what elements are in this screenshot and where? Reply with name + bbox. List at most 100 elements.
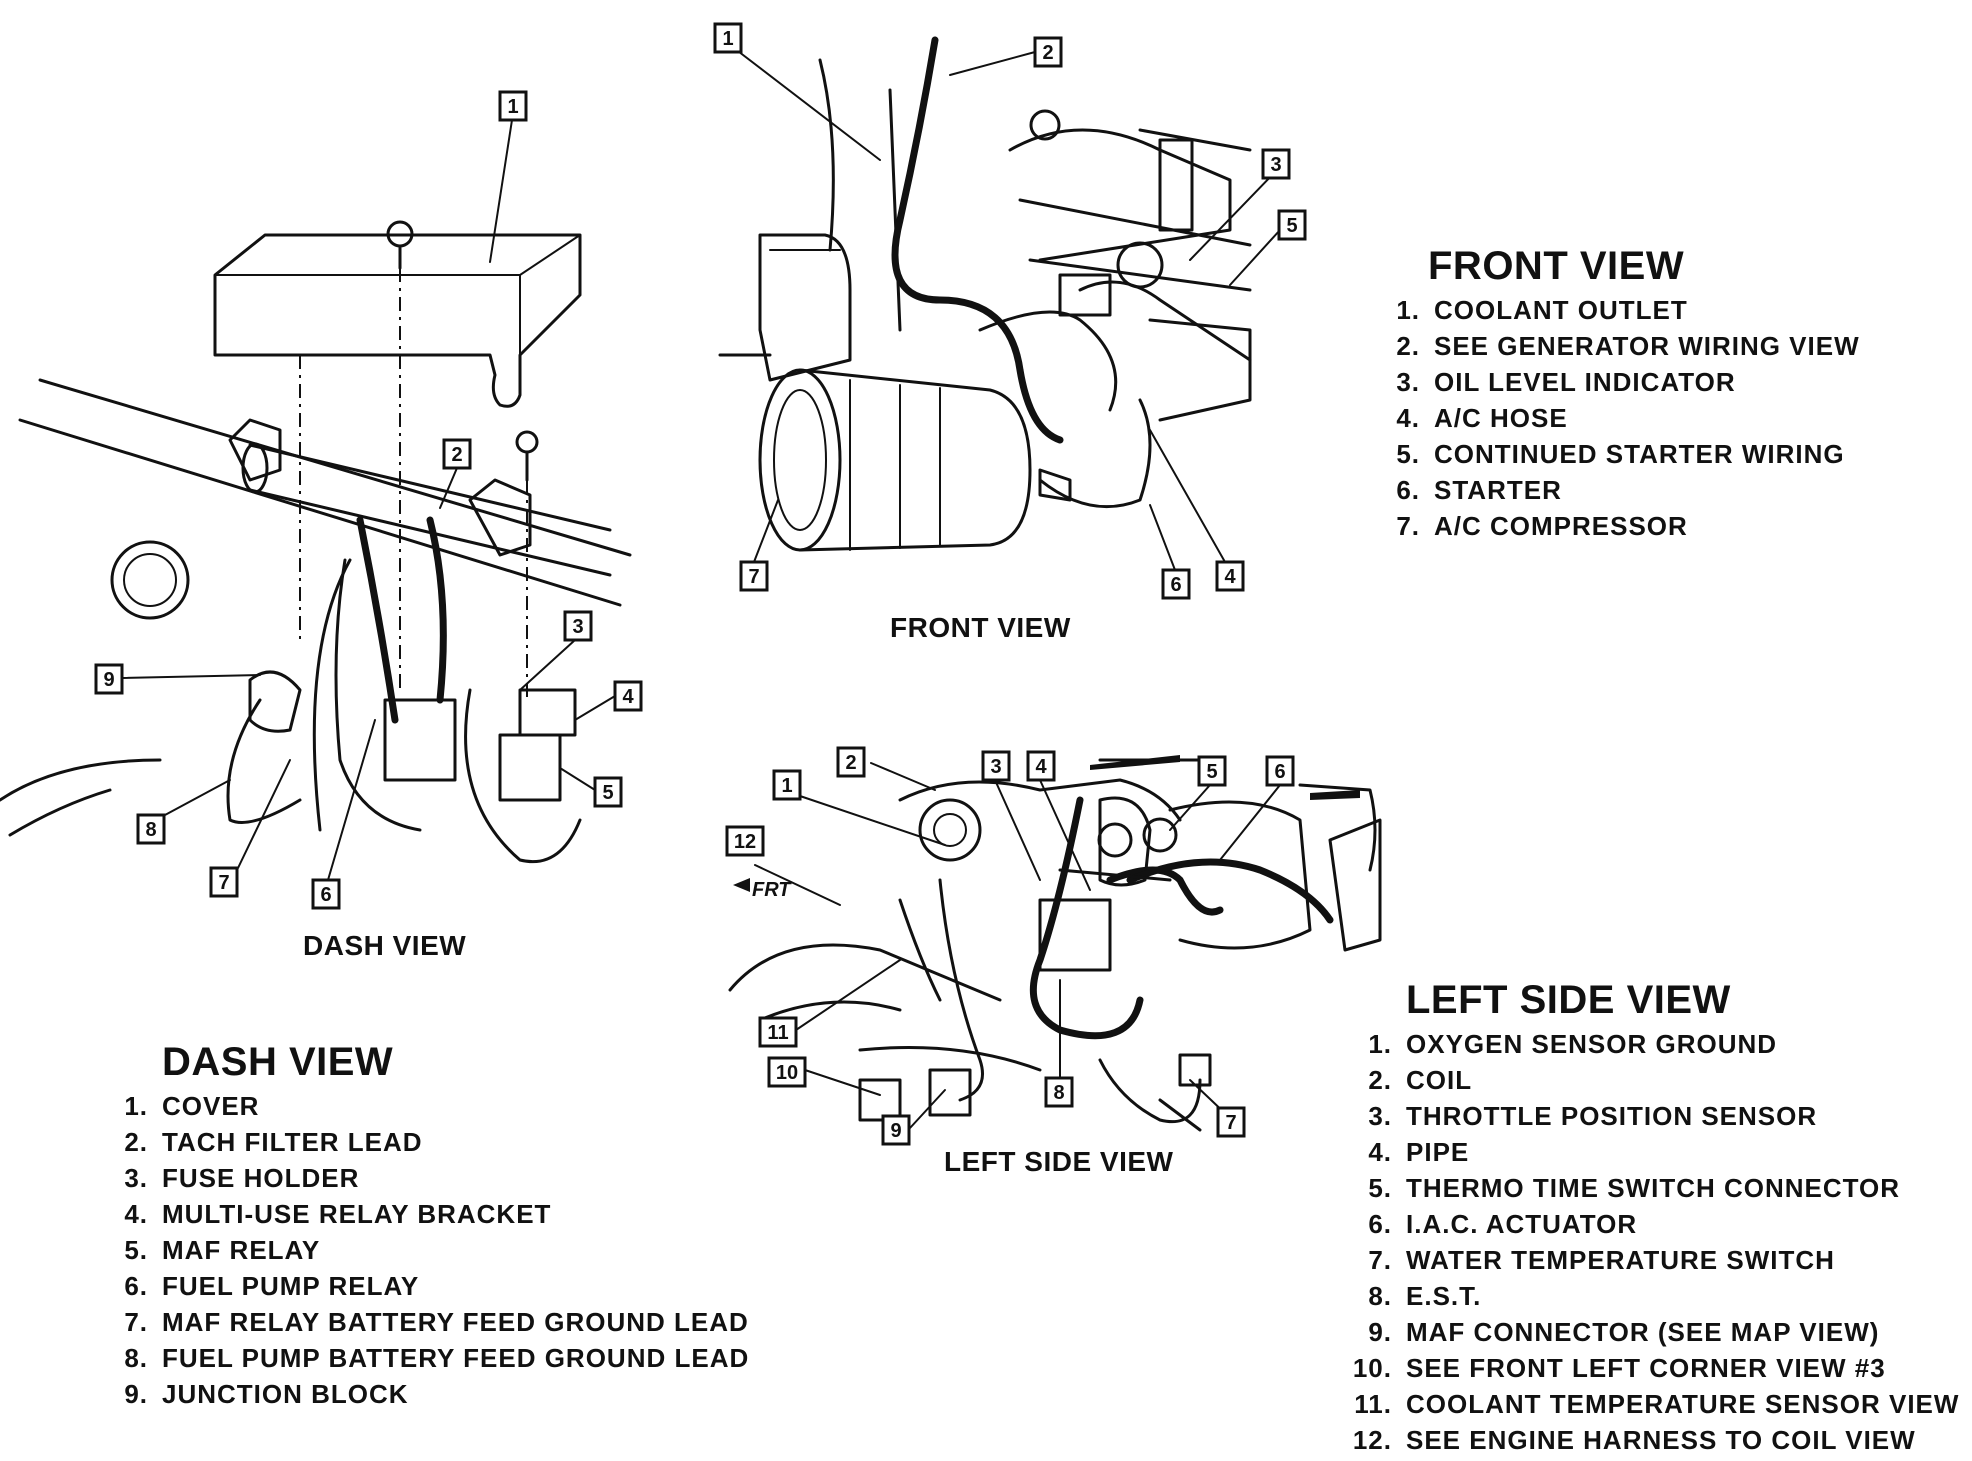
callout-left-10: 10 <box>767 1056 807 1088</box>
list-item: 5.CONTINUED STARTER WIRING <box>1396 439 1845 469</box>
front-view-legend-title: FRONT VIEW <box>1428 244 1685 288</box>
list-item: 4.PIPE <box>1368 1137 1470 1167</box>
svg-text:7: 7 <box>1225 1112 1236 1134</box>
list-item: 3.OIL LEVEL INDICATOR <box>1396 367 1736 397</box>
svg-text:8: 8 <box>1053 1082 1064 1104</box>
callout-front-3: 3 <box>1261 148 1291 180</box>
callout-front-4: 4 <box>1215 560 1245 592</box>
callout-front-2: 2 <box>1033 36 1063 68</box>
list-item: 6.I.A.C. ACTUATOR <box>1368 1209 1638 1239</box>
ac-compressor-shape <box>758 368 842 552</box>
svg-text:3: 3 <box>1270 154 1281 176</box>
svg-text:6: 6 <box>1170 574 1181 596</box>
maf-relay-shape <box>498 733 562 802</box>
callout-left-6: 6 <box>1265 755 1295 787</box>
callout-left-8: 8 <box>1044 1076 1074 1108</box>
svg-text:2: 2 <box>1042 42 1053 64</box>
svg-text:1: 1 <box>722 28 733 50</box>
left-side-view-legend: LEFT SIDE VIEW 1.OXYGEN SENSOR GROUND 2.… <box>1340 978 1959 1461</box>
svg-text:12: 12 <box>734 831 756 853</box>
callout-left-2: 2 <box>836 746 866 778</box>
callout-dash-4: 4 <box>613 680 643 712</box>
list-item: 11.COOLANT TEMPERATURE SENSOR VIEW <box>1354 1389 1960 1419</box>
list-item: 2.TACH FILTER LEAD <box>124 1127 423 1157</box>
dash-view-illustration <box>0 220 632 864</box>
callout-left-12: 12 <box>725 825 765 857</box>
left-side-view-illustration: FRT <box>728 755 1382 1132</box>
list-item: 6.FUEL PUMP RELAY <box>124 1271 420 1301</box>
svg-text:11: 11 <box>767 1022 788 1044</box>
dash-view-legend-title: DASH VIEW <box>162 1040 394 1084</box>
svg-text:3: 3 <box>990 756 1001 778</box>
list-item: 7.WATER TEMPERATURE SWITCH <box>1368 1245 1835 1275</box>
callout-front-7: 7 <box>739 560 769 592</box>
svg-text:2: 2 <box>451 444 462 466</box>
callout-left-9: 9 <box>881 1114 911 1146</box>
callout-front-6: 6 <box>1161 568 1191 600</box>
svg-text:5: 5 <box>1286 215 1297 237</box>
left-side-view-caption: LEFT SIDE VIEW <box>944 1146 1174 1177</box>
list-item: 5.MAF RELAY <box>124 1235 321 1265</box>
callout-dash-5: 5 <box>593 776 623 808</box>
callout-dash-7: 7 <box>209 866 239 898</box>
list-item: 2.COIL <box>1368 1065 1473 1095</box>
list-item: 1.COOLANT OUTLET <box>1396 295 1688 325</box>
front-view-legend: FRONT VIEW 1.COOLANT OUTLET 2.SEE GENERA… <box>1368 244 1860 547</box>
callout-dash-9: 9 <box>94 663 124 695</box>
svg-text:1: 1 <box>507 96 518 118</box>
dash-view-caption: DASH VIEW <box>303 930 467 961</box>
svg-text:4: 4 <box>622 686 634 708</box>
list-item: 1.OXYGEN SENSOR GROUND <box>1368 1029 1778 1059</box>
list-item: 1.COVER <box>124 1091 260 1121</box>
callout-left-7: 7 <box>1216 1106 1246 1138</box>
callout-dash-1: 1 <box>498 90 528 122</box>
callout-dash-8: 8 <box>136 813 166 845</box>
svg-text:8: 8 <box>145 819 156 841</box>
svg-text:5: 5 <box>1206 761 1217 783</box>
svg-text:7: 7 <box>218 872 229 894</box>
svg-text:7: 7 <box>748 566 759 588</box>
dash-view-legend: DASH VIEW 1.COVER 2.TACH FILTER LEAD 3.F… <box>96 1040 749 1415</box>
list-item: 5.THERMO TIME SWITCH CONNECTOR <box>1368 1173 1901 1203</box>
svg-text:1: 1 <box>781 775 792 797</box>
junction-block-shape <box>248 670 302 733</box>
svg-text:9: 9 <box>890 1120 901 1142</box>
list-item: 9.JUNCTION BLOCK <box>124 1379 409 1409</box>
callout-front-1: 1 <box>713 22 743 54</box>
list-item: 8.FUEL PUMP BATTERY FEED GROUND LEAD <box>124 1343 750 1373</box>
list-item: 2.SEE GENERATOR WIRING VIEW <box>1396 331 1860 361</box>
list-item: 9.MAF CONNECTOR (SEE MAP VIEW) <box>1368 1317 1880 1347</box>
list-item: 6.STARTER <box>1396 475 1562 505</box>
svg-text:2: 2 <box>845 752 856 774</box>
callout-left-5: 5 <box>1197 755 1227 787</box>
svg-text:6: 6 <box>1274 761 1285 783</box>
callout-left-3: 3 <box>981 750 1011 782</box>
callouts-front: 1 2 3 4 5 6 7 <box>713 22 1307 600</box>
callout-left-1: 1 <box>772 769 802 801</box>
left-side-view-legend-title: LEFT SIDE VIEW <box>1406 978 1731 1022</box>
cover-shape <box>213 233 582 408</box>
list-item: 3.THROTTLE POSITION SENSOR <box>1368 1101 1818 1131</box>
svg-text:4: 4 <box>1035 756 1047 778</box>
front-view-caption: FRONT VIEW <box>890 612 1071 643</box>
svg-text:9: 9 <box>103 669 114 691</box>
list-item: 10.SEE FRONT LEFT CORNER VIEW #3 <box>1352 1353 1886 1383</box>
svg-text:3: 3 <box>572 616 583 638</box>
callout-front-5: 5 <box>1277 209 1307 241</box>
frt-marker: FRT <box>752 879 792 901</box>
leader-lines <box>121 44 1281 1129</box>
list-item: 4.MULTI-USE RELAY BRACKET <box>124 1199 552 1229</box>
svg-text:4: 4 <box>1224 566 1236 588</box>
callouts-left: 1 2 3 4 5 6 7 8 9 10 11 12 <box>725 746 1295 1146</box>
list-item: 7.MAF RELAY BATTERY FEED GROUND LEAD <box>124 1307 749 1337</box>
list-item: 7.A/C COMPRESSOR <box>1396 511 1688 541</box>
svg-text:10: 10 <box>776 1062 798 1084</box>
callout-left-11: 11 <box>758 1016 798 1048</box>
list-item: 8.E.S.T. <box>1368 1281 1482 1311</box>
callout-left-4: 4 <box>1026 750 1056 782</box>
callouts-dash: 1 2 3 4 5 6 7 8 9 <box>94 90 643 910</box>
svg-text:5: 5 <box>602 782 613 804</box>
callout-dash-2: 2 <box>442 438 472 470</box>
list-item: 3.FUSE HOLDER <box>124 1163 360 1193</box>
